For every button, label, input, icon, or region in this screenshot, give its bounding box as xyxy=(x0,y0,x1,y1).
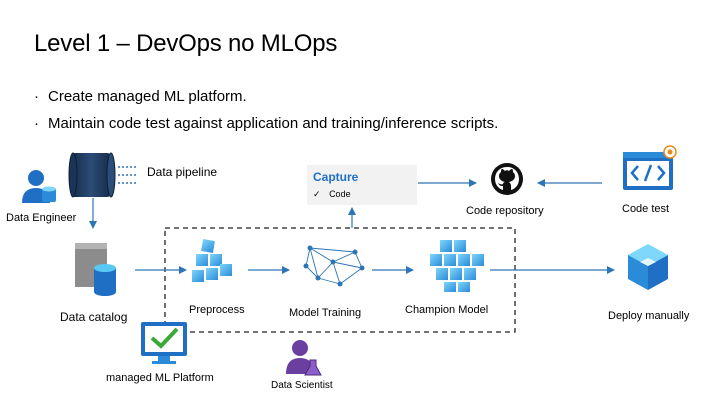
deploy-label: Deploy manually xyxy=(608,310,690,322)
preprocess-icon xyxy=(192,239,232,282)
capture-item-label: Code xyxy=(329,189,351,199)
code-repository-label: Code repository xyxy=(466,205,544,217)
platform-monitor-icon xyxy=(141,322,187,364)
platform-boundary xyxy=(164,227,516,333)
bullet-symbol: · xyxy=(34,88,39,105)
data-engineer-label: Data Engineer xyxy=(6,212,77,224)
check-icon: ✓ xyxy=(313,189,321,199)
code-test-label: Code test xyxy=(622,203,670,215)
bullet-2-text: Maintain code test against application a… xyxy=(48,115,499,132)
capture-item: ✓ Code xyxy=(313,189,351,200)
data-catalog-label: Data catalog xyxy=(60,310,128,324)
github-icon xyxy=(491,163,523,195)
data-engineer-icon xyxy=(22,170,56,203)
bullet-1-text: Create managed ML platform. xyxy=(48,88,247,105)
preprocess-label: Preprocess xyxy=(189,304,245,316)
data-pipeline-icon xyxy=(68,152,138,198)
code-test-icon xyxy=(623,145,677,190)
champion-model-label: Champion Model xyxy=(405,304,489,316)
model-training-icon xyxy=(303,245,365,287)
data-catalog-icon xyxy=(75,243,116,296)
slide-title: Level 1 – DevOps no MLOps xyxy=(34,30,338,57)
model-training-label: Model Training xyxy=(289,307,362,319)
bullet-2: · Maintain code test against application … xyxy=(34,115,498,132)
data-pipeline-label: Data pipeline xyxy=(147,165,218,179)
bullet-symbol: · xyxy=(34,115,39,132)
platform-label: managed ML Platform xyxy=(106,372,214,384)
capture-title: Capture xyxy=(313,170,359,184)
champion-model-icon xyxy=(430,240,484,292)
deploy-icon xyxy=(628,244,668,290)
bullet-1: · Create managed ML platform. xyxy=(34,88,247,105)
capture-panel: Capture ✓ Code xyxy=(307,165,417,205)
data-scientist-label: Data Scientist xyxy=(271,380,333,391)
data-scientist-icon xyxy=(286,340,322,376)
